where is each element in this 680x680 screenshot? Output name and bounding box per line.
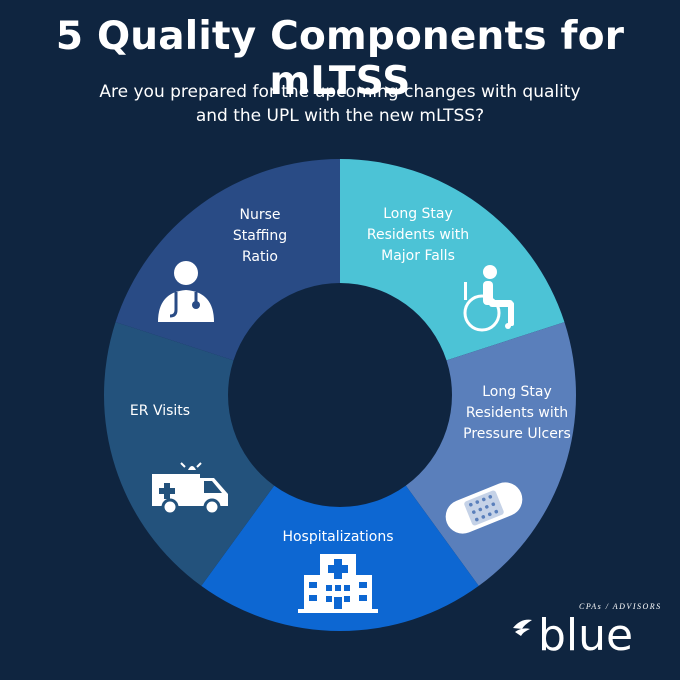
- wheelchair-icon: [463, 265, 514, 332]
- segment-er-visits: [104, 322, 275, 586]
- nurse-icon: [158, 261, 214, 322]
- ambulance-icon: [152, 462, 228, 516]
- brand-tagline: CPAs / ADVISORS: [579, 602, 662, 611]
- hospital-icon: [298, 554, 378, 613]
- page-subtitle: Are you prepared for the upcoming change…: [99, 82, 581, 126]
- page-title: 5 Quality Components for mLTSS: [55, 14, 625, 104]
- bandage-icon: [445, 482, 523, 534]
- label-er-visits: ER Visits: [129, 403, 191, 419]
- brand-name: blue: [538, 610, 634, 661]
- blue-logo-mark-icon: [513, 619, 532, 636]
- label-hospitalizations: Hospitalizations: [282, 529, 394, 545]
